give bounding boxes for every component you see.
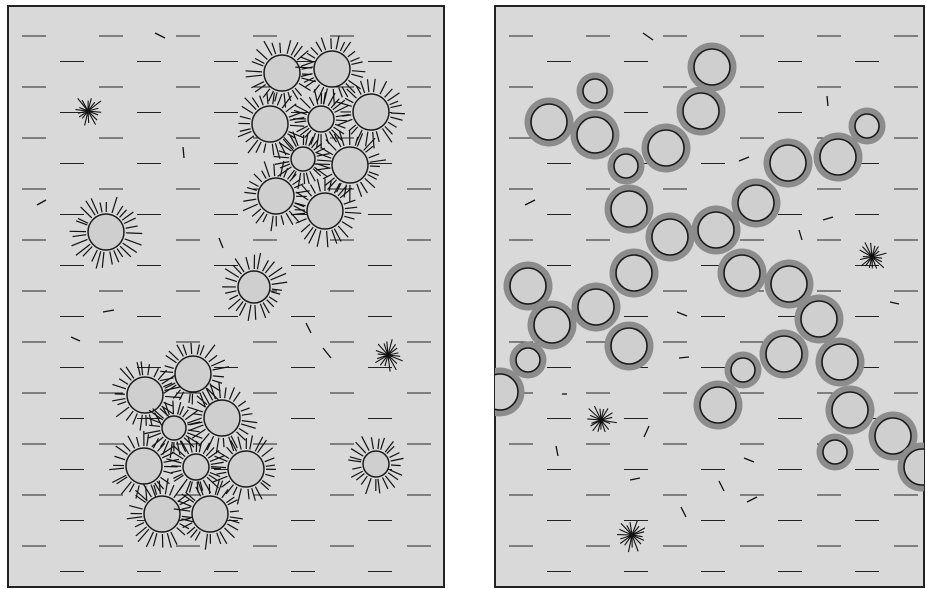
particle-core	[144, 496, 180, 532]
spike	[304, 173, 305, 184]
spike	[391, 113, 405, 114]
particle-core	[766, 336, 802, 372]
particle-core	[698, 212, 734, 248]
particle-core	[577, 117, 613, 153]
particle-core	[204, 400, 240, 436]
particle-core	[228, 451, 264, 487]
particle-core	[611, 328, 647, 364]
coated-particle	[817, 434, 854, 471]
coated-particle	[816, 338, 865, 387]
particle-core	[700, 387, 736, 423]
coated-particle	[814, 133, 863, 182]
particle-core	[238, 271, 270, 303]
coated-particle	[610, 249, 659, 298]
coated-particle	[718, 249, 767, 298]
particle-core	[88, 214, 124, 250]
particle-core	[832, 392, 868, 428]
coated-particle	[608, 148, 645, 185]
particle-core	[353, 94, 389, 130]
particle-core	[611, 191, 647, 227]
particle-core	[314, 51, 350, 87]
coated-particle	[476, 368, 525, 417]
coated-particle	[795, 295, 844, 344]
coated-particle	[646, 213, 695, 262]
coated-particle	[572, 283, 621, 332]
spike	[126, 233, 142, 234]
particle-core	[308, 106, 334, 132]
particle-core	[771, 266, 807, 302]
particle-core	[264, 55, 300, 91]
particle-core	[820, 139, 856, 175]
particle-core	[583, 79, 607, 103]
particle-core	[183, 454, 209, 480]
particle-core	[683, 93, 719, 129]
coated-particle	[826, 386, 875, 435]
particle-core	[291, 147, 315, 171]
particle-core	[332, 147, 368, 183]
particle-core	[652, 219, 688, 255]
particle-core	[614, 154, 638, 178]
right-panel	[476, 6, 926, 587]
coated-particle	[692, 206, 741, 255]
particle-core	[578, 289, 614, 325]
particle-core	[307, 193, 343, 229]
coated-particle	[571, 111, 620, 160]
spike	[191, 343, 192, 354]
spike	[336, 120, 347, 121]
particle-core	[126, 448, 162, 484]
coated-particle	[605, 185, 654, 234]
particle-core	[738, 185, 774, 221]
coated-particle	[677, 87, 726, 136]
coated-particle	[688, 43, 737, 92]
spike	[391, 465, 401, 466]
particle-core	[822, 344, 858, 380]
particle-core	[162, 416, 186, 440]
particle-core	[258, 178, 294, 214]
coated-particle	[725, 352, 762, 389]
particle-core	[516, 348, 540, 372]
left-panel-frame	[8, 6, 444, 587]
particle-core	[855, 114, 879, 138]
particle-core	[175, 356, 211, 392]
spike	[274, 164, 275, 176]
spike	[211, 468, 221, 469]
particle-core	[616, 255, 652, 291]
particle-core	[770, 145, 806, 181]
spike	[173, 401, 174, 414]
spike	[370, 166, 380, 167]
particle-core	[823, 440, 847, 464]
spike	[255, 305, 256, 320]
left-panel	[8, 6, 444, 587]
particle-core	[731, 358, 755, 382]
coated-particle	[760, 330, 809, 379]
coated-particle	[642, 124, 691, 173]
particle-core	[801, 301, 837, 337]
coated-particle	[732, 179, 781, 228]
coated-particle	[605, 322, 654, 371]
spike	[223, 438, 224, 447]
particle-core	[534, 307, 570, 343]
coated-particle	[525, 98, 574, 147]
particle-core	[363, 451, 389, 477]
coated-particle	[764, 139, 813, 188]
coated-particle	[694, 381, 743, 430]
coated-particle	[577, 73, 614, 110]
particle-core	[875, 418, 911, 454]
particle-core	[694, 49, 730, 85]
particle-core	[724, 255, 760, 291]
spike	[280, 43, 281, 53]
particle-core	[127, 377, 163, 413]
particle-core	[531, 104, 567, 140]
particle-core	[192, 496, 228, 532]
particle-core	[648, 130, 684, 166]
particle-core	[510, 268, 546, 304]
particle-core	[252, 106, 288, 142]
coated-particle	[528, 301, 577, 350]
particle-core	[482, 374, 518, 410]
